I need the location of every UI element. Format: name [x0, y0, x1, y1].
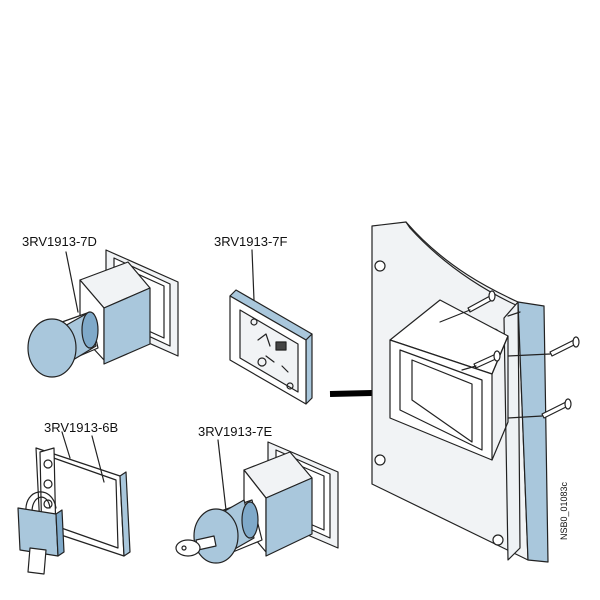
- knob-face: [27, 318, 77, 378]
- figure-code: NSB0_01083c: [559, 481, 569, 540]
- accessory-3rv1913-6b: 3RV1913-6B: [17, 420, 131, 575]
- screw-icon: [549, 336, 580, 357]
- screw-icon: [461, 350, 501, 371]
- accessory-3rv1913-7f: 3RV1913-7F: [214, 234, 313, 405]
- padlock-icon: [17, 491, 65, 575]
- screw-icon: [541, 398, 572, 419]
- label-3rv1913-6b: 3RV1913-6B: [44, 420, 118, 435]
- label-3rv1913-7e: 3RV1913-7E: [198, 424, 273, 439]
- screw-icon: [439, 290, 496, 323]
- label-3rv1913-7f: 3RV1913-7F: [214, 234, 288, 249]
- breaker-housing: [371, 221, 580, 563]
- key-icon: [175, 535, 217, 557]
- label-3rv1913-7d: 3RV1913-7D: [22, 234, 97, 249]
- accessory-3rv1913-7e: 3RV1913-7E: [175, 424, 339, 564]
- key-cylinder: [193, 508, 239, 564]
- accessory-3rv1913-7d: 3RV1913-7D: [22, 234, 179, 378]
